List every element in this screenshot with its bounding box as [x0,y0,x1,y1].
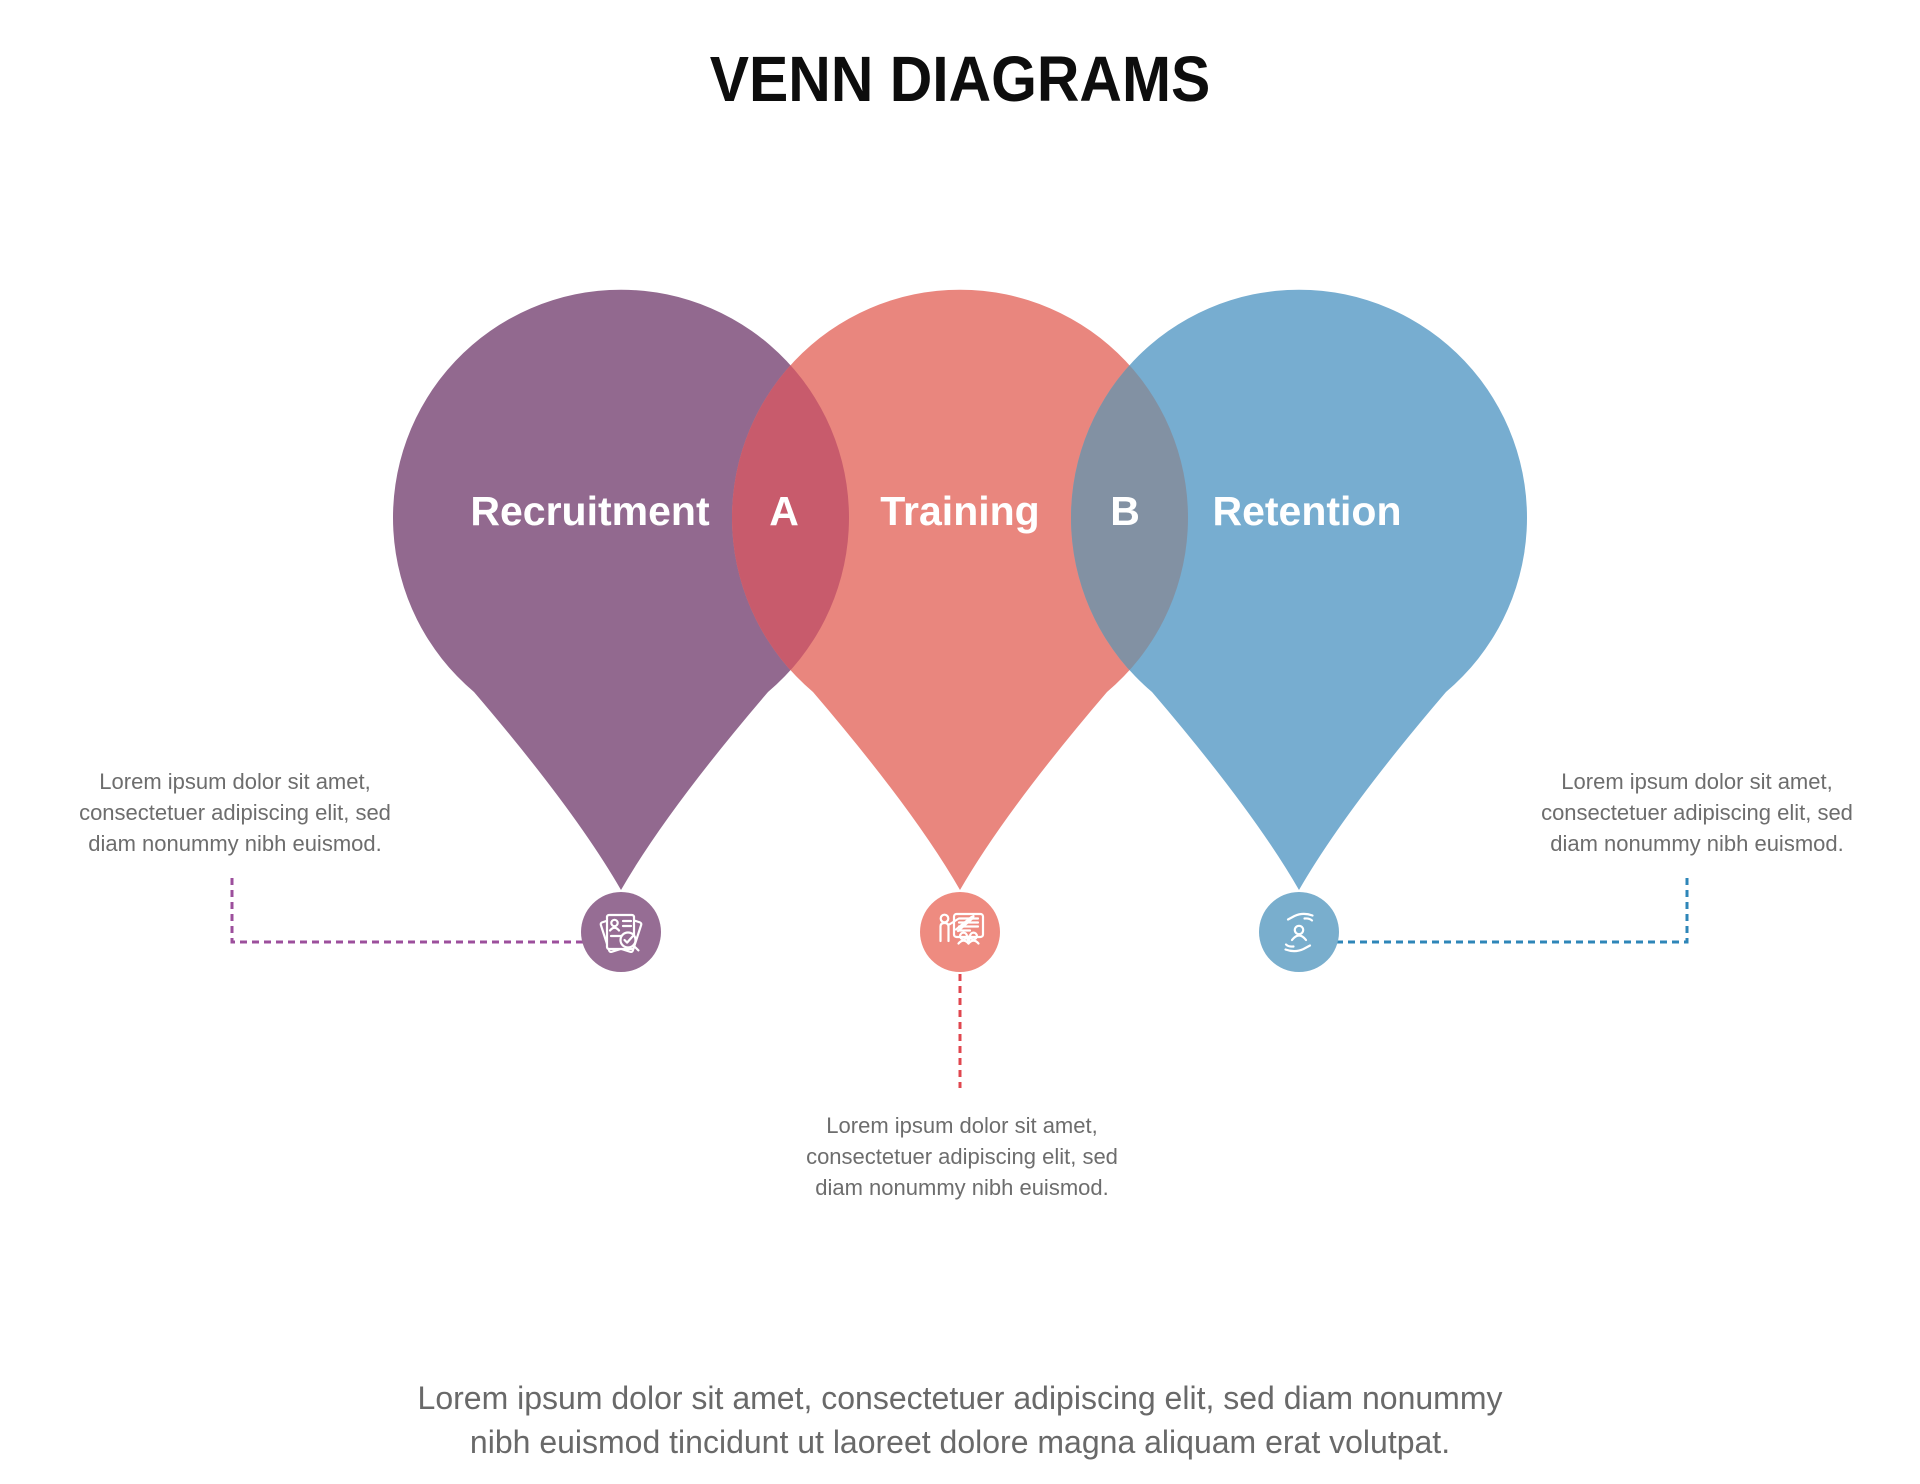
annotation-right: Lorem ipsum dolor sit amet, consectetuer… [1541,769,1853,856]
set-label-recruitment: Recruitment [470,488,710,534]
connector-left-dashed-line [230,878,583,944]
page-title: VENN DIAGRAMS [709,43,1211,115]
intersection-label-b: B [1110,488,1140,534]
resume-search-icon [599,913,643,954]
connector-right-dashed-line [1337,878,1689,944]
icon-circle-retention [1259,892,1339,972]
annotation-left: Lorem ipsum dolor sit amet, consectetuer… [79,769,391,856]
set-label-training: Training [880,488,1039,534]
employee-care-hands-icon [1284,912,1314,953]
training-presentation-icon [939,912,985,945]
icon-circle-training [920,892,1000,972]
intersection-label-a: A [769,488,799,534]
footer-paragraph: Lorem ipsum dolor sit amet, consectetuer… [417,1380,1503,1460]
set-label-retention: Retention [1212,488,1401,534]
annotation-middle: Lorem ipsum dolor sit amet, consectetuer… [806,1113,1118,1200]
